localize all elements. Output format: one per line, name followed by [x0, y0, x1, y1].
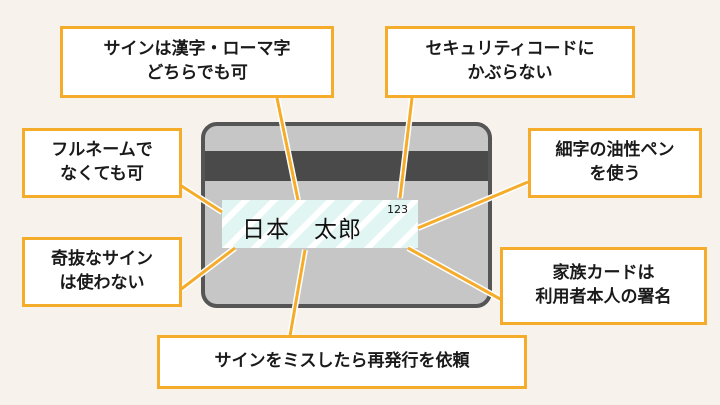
- callout-text: を使う: [589, 164, 641, 184]
- callout-pen: 細字の油性ペン を使う: [528, 128, 702, 198]
- line-fullname: [179, 183, 223, 214]
- magnetic-stripe: [205, 151, 488, 181]
- callout-full-name: フルネームで なくても可: [22, 128, 182, 198]
- line-kanji: [275, 97, 300, 201]
- callout-text: は使わない: [59, 273, 145, 293]
- callout-text: どちらでも可: [146, 63, 248, 83]
- callout-family: 家族カードは 利用者本人の署名: [500, 247, 707, 325]
- signature-panel: 日本 太郎 123: [222, 200, 418, 248]
- callout-text: かぶらない: [467, 63, 553, 83]
- line-mistake: [288, 249, 307, 337]
- callout-text: フルネームで: [51, 140, 153, 161]
- callout-text: サインをミスしたら再発行を依頼: [214, 351, 470, 372]
- line-unusual: [179, 246, 236, 292]
- security-code: 123: [387, 203, 408, 216]
- callout-text: 利用者本人の署名: [535, 287, 672, 307]
- signature-name: 日本 太郎: [242, 217, 362, 243]
- callout-security-code: セキュリティコードに かぶらない: [385, 26, 635, 98]
- callout-text: 家族カードは: [552, 263, 655, 284]
- line-family: [407, 246, 503, 302]
- line-pen: [417, 180, 529, 230]
- callout-text: なくても可: [60, 164, 144, 184]
- callout-unusual: 奇抜なサイン は使わない: [22, 237, 182, 307]
- callout-text: 細字の油性ペン: [555, 140, 675, 161]
- callout-kanji-roman: サインは漢字・ローマ字 どちらでも可: [60, 26, 334, 98]
- callout-text: セキュリティコードに: [425, 39, 595, 60]
- callout-text: サインは漢字・ローマ字: [103, 39, 291, 60]
- line-security: [398, 97, 414, 199]
- callout-text: 奇抜なサイン: [51, 249, 153, 270]
- callout-mistake: サインをミスしたら再発行を依頼: [157, 335, 527, 389]
